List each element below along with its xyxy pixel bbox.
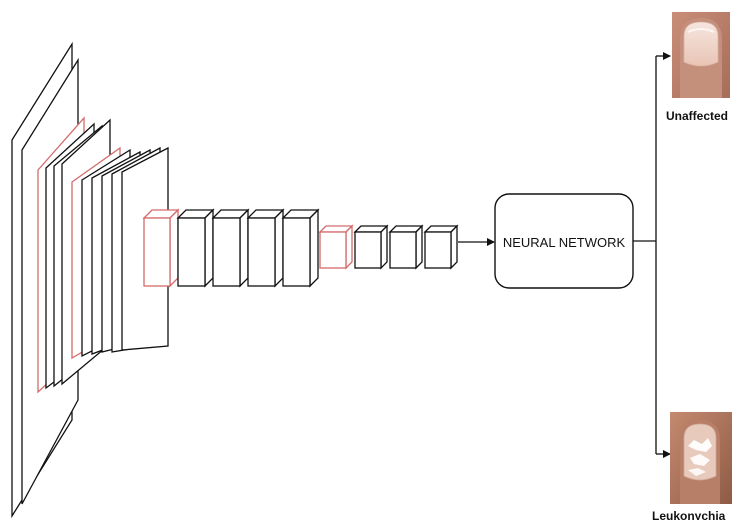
cube-row-small	[318, 224, 459, 270]
nail-photo-unaffected	[672, 12, 730, 98]
input-plane-1	[11, 41, 73, 519]
cube-large-2	[211, 208, 250, 288]
nail-photo-leukonychia	[670, 412, 732, 504]
output-branches	[633, 52, 671, 458]
cube-small-3	[423, 224, 459, 270]
cube-small-2	[388, 224, 424, 270]
cube-red-large	[142, 208, 180, 288]
cube-row-large	[142, 208, 320, 288]
cube-large-3	[246, 208, 285, 288]
cube-large-1	[176, 208, 215, 288]
cube-red-small	[318, 224, 354, 270]
output-label-unaffected: Unaffected	[666, 109, 728, 123]
cube-small-1	[353, 224, 389, 270]
neural-network-label: NEURAL NETWORK	[503, 235, 626, 250]
cube-large-4	[281, 208, 320, 288]
feature-maps-block-2	[71, 146, 169, 360]
output-label-leukonychia: Leukonychia	[652, 509, 726, 520]
neural-network-box: NEURAL NETWORK	[494, 193, 634, 289]
